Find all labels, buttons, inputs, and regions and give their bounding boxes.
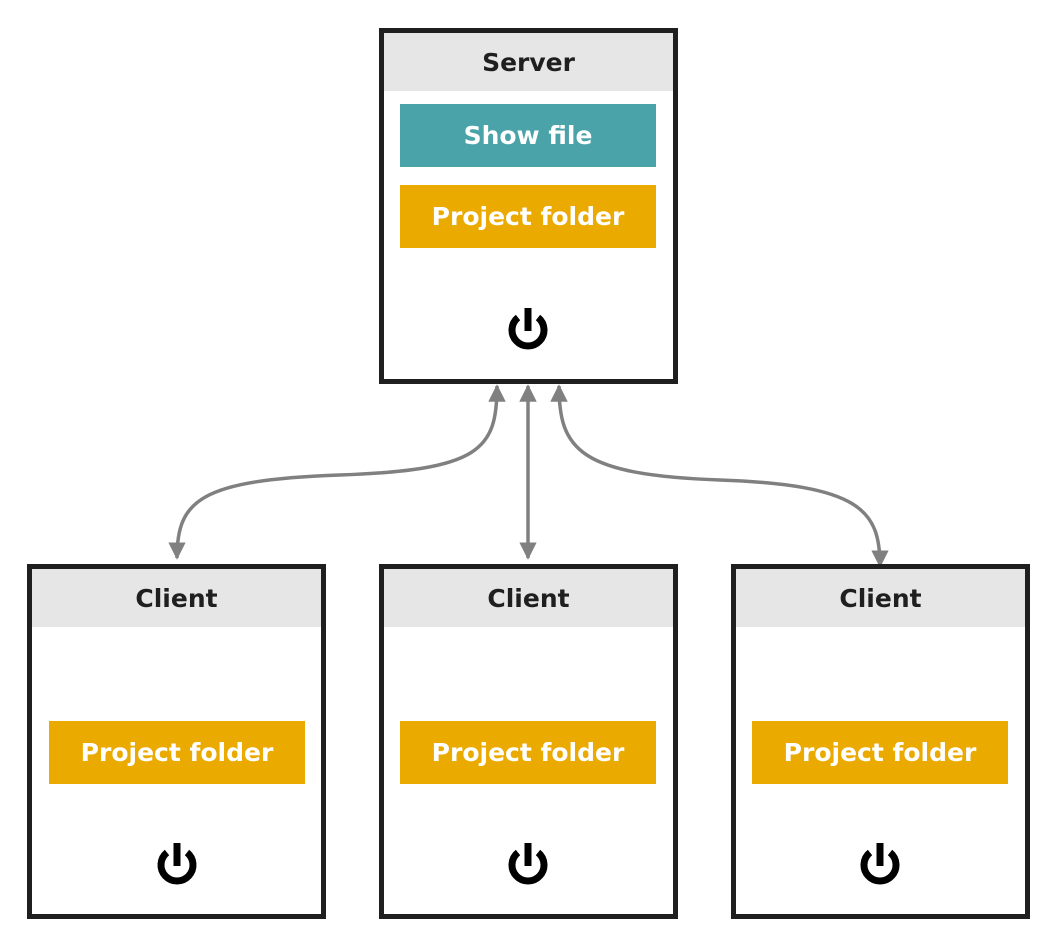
client-project-folder-block: Project folder <box>400 721 656 784</box>
server-node: Server Show file Project folder <box>379 28 678 384</box>
client-node-3: Client Project folder <box>731 564 1030 919</box>
connector-server-client-left <box>168 384 506 560</box>
client-title: Client <box>32 569 321 627</box>
connector-server-client-right <box>550 384 889 568</box>
client-title: Client <box>736 569 1025 627</box>
power-icon <box>157 843 197 885</box>
client-node-1: Client Project folder <box>27 564 326 919</box>
power-icon <box>508 843 548 885</box>
show-file-block: Show file <box>400 104 656 167</box>
server-project-folder-block: Project folder <box>400 185 656 248</box>
client-title: Client <box>384 569 673 627</box>
power-icon <box>860 843 900 885</box>
client-project-folder-block: Project folder <box>752 721 1008 784</box>
client-project-folder-block: Project folder <box>49 721 305 784</box>
power-icon <box>508 308 548 350</box>
server-title: Server <box>384 33 673 91</box>
client-node-2: Client Project folder <box>379 564 678 919</box>
